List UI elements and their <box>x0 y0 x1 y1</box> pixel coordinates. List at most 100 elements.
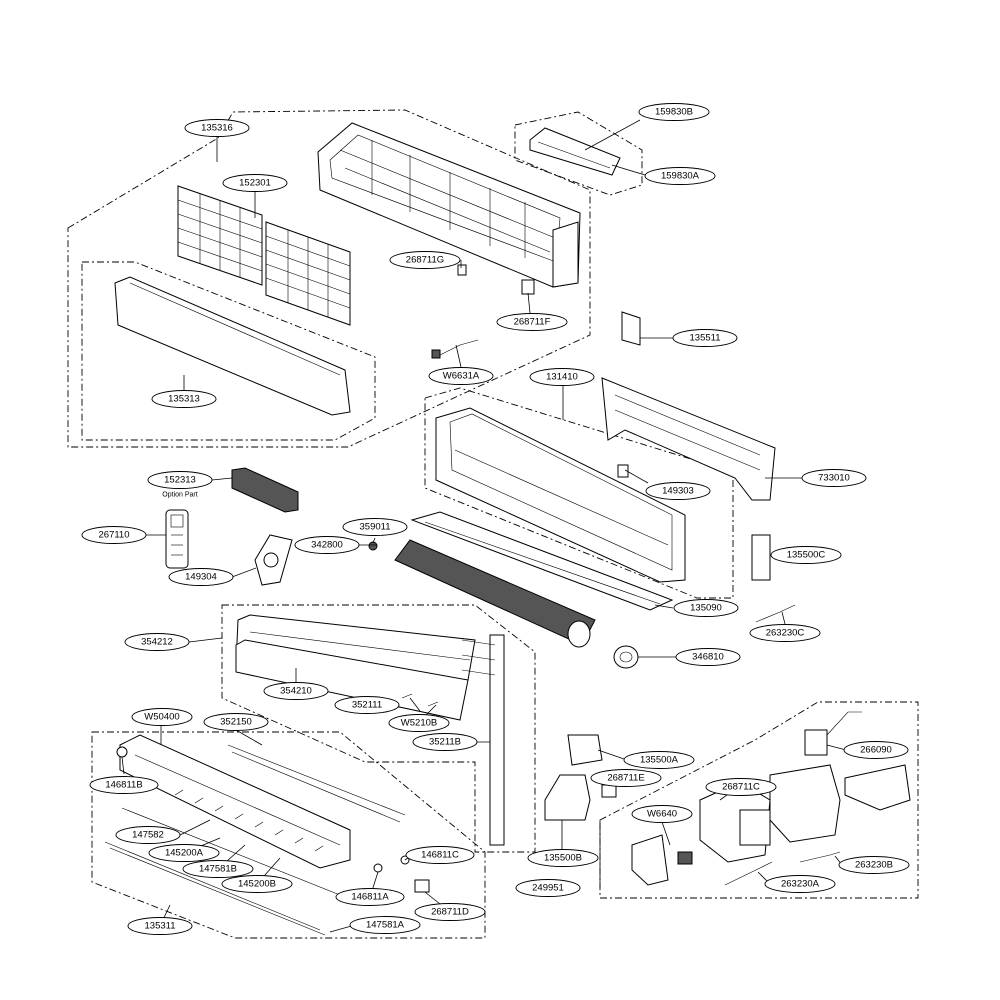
callout-733010: 733010 <box>801 469 867 487</box>
callout-145200B: 145200B <box>221 875 293 893</box>
callout-135500C: 135500C <box>770 546 842 564</box>
label-135090: 135090 <box>690 603 722 614</box>
callout-263230A: 263230A <box>764 875 836 893</box>
label-135511: 135511 <box>690 333 721 344</box>
label-342800: 342800 <box>311 540 343 551</box>
callout-268711D: 268711D <box>414 903 486 921</box>
label-149304: 149304 <box>185 572 217 583</box>
callout-266090: 266090 <box>843 741 909 759</box>
callout-35211B: 35211B <box>412 733 478 751</box>
label-W6640: W6640 <box>647 809 677 820</box>
label-147582: 147582 <box>132 830 164 841</box>
label-346810: 346810 <box>692 652 724 663</box>
callout-W6631A: W6631A <box>428 367 494 385</box>
label-249951: 249951 <box>532 883 564 894</box>
label-354210: 354210 <box>280 686 312 697</box>
callout-W50400: W50400 <box>131 708 193 726</box>
label-263230A: 263230A <box>781 879 820 890</box>
control-box-group-boundary <box>599 701 919 899</box>
display-group-boundary <box>514 111 643 196</box>
label-146811C: 146811C <box>421 850 459 861</box>
callout-147582: 147582 <box>115 826 181 844</box>
label-359011: 359011 <box>360 522 391 533</box>
callout-149303: 149303 <box>645 482 711 500</box>
chassis-part <box>435 407 686 583</box>
installation-plate-part <box>601 377 776 501</box>
air-filter-right-part <box>265 221 351 326</box>
callout-135311: 135311 <box>127 917 193 935</box>
display-cover-part <box>529 127 621 176</box>
callout-135316: 135316 <box>184 119 250 137</box>
callout-268711F: 268711F <box>496 313 568 331</box>
label-159830B: 159830B <box>655 107 693 118</box>
callout-152313: 152313 <box>147 471 213 489</box>
label-267110: 267110 <box>99 530 130 541</box>
label-135316: 135316 <box>201 123 233 134</box>
callout-159830B: 159830B <box>638 103 710 121</box>
label-263230B: 263230B <box>855 860 893 871</box>
label-733010: 733010 <box>818 473 850 484</box>
callout-268711C: 268711C <box>705 778 777 796</box>
label-135500A: 135500A <box>640 755 679 766</box>
panel-inner-group-boundary <box>81 261 376 441</box>
callout-131410: 131410 <box>529 368 595 386</box>
callout-149304: 149304 <box>168 568 234 586</box>
drain-pan-part <box>104 734 406 936</box>
label-135313: 135313 <box>168 394 200 405</box>
label-268711E: 268711E <box>607 773 644 784</box>
label-W6631A: W6631A <box>443 371 480 382</box>
label-146811B: 146811B <box>105 780 142 791</box>
option-part-note: Option Part <box>162 492 197 499</box>
callout-249951: 249951 <box>515 879 581 897</box>
callout-147581A: 147581A <box>349 916 421 934</box>
callout-W6640: W6640 <box>631 805 693 823</box>
label-135311: 135311 <box>145 921 176 932</box>
evaporator-group-boundary <box>221 604 536 853</box>
callout-342800: 342800 <box>294 536 360 554</box>
front-panel-part <box>114 276 351 416</box>
callout-135500B: 135500B <box>527 849 599 867</box>
label-W50400: W50400 <box>144 712 179 723</box>
drain-small-parts <box>116 746 430 893</box>
callout-352111: 352111 <box>334 696 400 714</box>
callout-146811B: 146811B <box>89 776 159 794</box>
label-263230C: 263230C <box>766 628 805 639</box>
label-35211B: 35211B <box>429 737 461 748</box>
label-152313: 152313 <box>164 475 196 486</box>
callout-354210: 354210 <box>263 682 329 700</box>
label-149303: 149303 <box>662 486 694 497</box>
label-268711D: 268711D <box>431 907 469 918</box>
drain-pan-group-boundary <box>91 731 486 939</box>
callout-135313: 135313 <box>151 390 217 408</box>
evaporator-part <box>235 614 505 846</box>
small-parts-upper <box>431 264 641 359</box>
callout-268711G: 268711G <box>389 251 461 269</box>
callout-267110: 267110 <box>81 526 147 544</box>
leader-lines <box>121 119 847 933</box>
motor-part <box>613 534 796 669</box>
callout-263230B: 263230B <box>838 856 910 874</box>
label-147581A: 147581A <box>366 920 405 931</box>
label-268711G: 268711G <box>406 255 444 266</box>
label-147581B: 147581B <box>199 864 237 875</box>
callout-359011: 359011 <box>342 518 408 536</box>
tray-part <box>410 511 674 611</box>
callout-135511: 135511 <box>672 329 738 347</box>
label-268711F: 268711F <box>514 317 551 328</box>
option-part-block <box>231 467 299 513</box>
label-268711C: 268711C <box>722 782 760 793</box>
label-159830A: 159830A <box>661 171 700 182</box>
label-352111: 352111 <box>352 700 382 711</box>
callout-263230C: 263230C <box>749 624 821 642</box>
callout-W5210B: W5210B <box>388 714 450 732</box>
label-131410: 131410 <box>546 372 578 383</box>
front-frame-part <box>317 122 581 288</box>
callout-152301: 152301 <box>222 174 288 192</box>
remote-control-part <box>165 509 189 569</box>
label-145200A: 145200A <box>165 848 204 859</box>
label-145200B: 145200B <box>238 879 276 890</box>
callout-145200A: 145200A <box>148 844 220 862</box>
callout-147581B: 147581B <box>182 860 254 878</box>
callout-135090: 135090 <box>673 599 739 617</box>
